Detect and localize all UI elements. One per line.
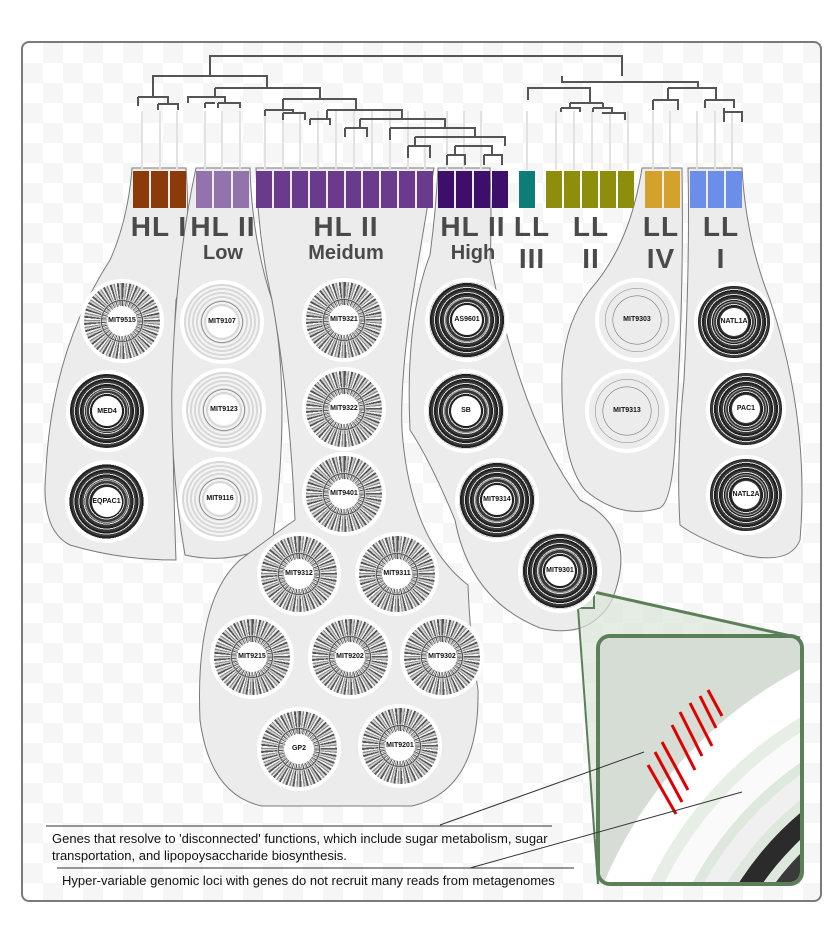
clade-bar-ll3 [519, 171, 535, 208]
clade-bar-hl1 [133, 171, 186, 208]
genome-ring[interactable]: MIT9116 [178, 457, 262, 541]
clade-subtitle: IV [646, 243, 676, 274]
genome-ring[interactable]: MIT9201 [358, 704, 442, 788]
genome-label: MIT9321 [328, 304, 360, 336]
genome-label: MIT9215 [236, 641, 268, 673]
genome-label: EQPAC1 [91, 486, 122, 517]
blob-ll1 [678, 167, 803, 559]
clade-subtitle: I [716, 243, 726, 274]
tree-stems [141, 111, 733, 170]
genome-label: AS9601 [451, 304, 483, 336]
genome-label: NATL2A [731, 480, 761, 510]
clade-label-ll4: LL IV [636, 213, 686, 273]
genome-label: NATL1A [719, 307, 749, 337]
clade-label-hl2-high: HL II High [438, 211, 508, 264]
genome-label: MIT9311 [381, 558, 413, 590]
genome-label: MED4 [92, 396, 122, 426]
clade-bar-hl2-high [438, 171, 508, 208]
clade-label-hl1: HL I [128, 213, 190, 241]
clade-title: HL I [130, 211, 188, 242]
genome-label: MIT9116 [204, 483, 236, 515]
genome-ring[interactable]: MIT9302 [400, 615, 484, 699]
clade-label-ll2: LL II [568, 213, 614, 273]
clade-title: LL [702, 211, 740, 242]
genome-ring[interactable]: MIT9311 [355, 532, 439, 616]
genome-ring[interactable]: PAC1 [706, 369, 786, 449]
clade-title: LL [513, 211, 551, 242]
blob-hl1 [44, 167, 189, 561]
genome-label: MIT9312 [283, 558, 315, 590]
genome-ring[interactable]: MIT9401 [302, 452, 386, 536]
genome-ring[interactable]: NATL2A [706, 455, 786, 535]
zoom-inset [46, 590, 804, 886]
genome-label: PAC1 [731, 394, 761, 424]
clade-bar-ll2 [546, 171, 634, 208]
genome-label: MIT9123 [208, 394, 240, 426]
genome-ring[interactable]: MIT9322 [302, 367, 386, 451]
genome-ring[interactable]: MIT9321 [302, 278, 386, 362]
clade-title: LL [642, 211, 680, 242]
genome-label: MIT9313 [613, 407, 641, 415]
clade-title: HL II [190, 211, 256, 242]
genome-label: SB [450, 395, 482, 427]
genome-ring[interactable]: MIT9107 [180, 280, 264, 364]
genome-ring[interactable]: MIT9312 [257, 532, 341, 616]
clade-subtitle: II [582, 243, 600, 274]
clade-title: HL II [313, 211, 379, 242]
genome-ring[interactable]: MIT9303 [595, 278, 679, 362]
genome-ring[interactable]: AS9601 [425, 278, 509, 362]
genome-ring[interactable]: MIT9314 [455, 458, 539, 542]
clade-bar-ll4 [645, 171, 680, 208]
genome-label: MIT9322 [328, 393, 360, 425]
highlight-genes [646, 689, 724, 815]
genome-ring[interactable]: MIT9202 [308, 615, 392, 699]
genome-ring[interactable]: MIT9313 [585, 369, 669, 453]
clade-label-ll3: LL III [512, 213, 552, 273]
genome-label: MIT9314 [481, 484, 513, 516]
genome-label: MIT9301 [544, 555, 576, 587]
clade-title: LL [572, 211, 610, 242]
genome-label: MIT9107 [206, 306, 238, 338]
genome-label: MIT9515 [106, 305, 138, 337]
genome-ring[interactable]: MIT9215 [210, 615, 294, 699]
clade-title: HL II [440, 211, 506, 242]
genome-ring[interactable]: MED4 [66, 370, 148, 452]
genome-label: GP2 [283, 733, 315, 765]
genome-ring[interactable]: SB [424, 369, 508, 453]
genome-ring[interactable]: MIT9301 [518, 529, 602, 613]
clade-label-ll1: LL I [696, 213, 746, 273]
genome-ring[interactable]: NATL1A [694, 282, 774, 362]
clade-label-hl2-med: HL II Meidum [286, 211, 406, 264]
clade-bar-hl2-med [256, 171, 434, 208]
genome-label: MIT9302 [426, 641, 458, 673]
clade-subtitle: Meidum [308, 242, 384, 264]
clade-bar-hl2-low [196, 171, 249, 208]
clade-subtitle: III [518, 243, 546, 274]
genome-label: MIT9201 [384, 730, 416, 762]
genome-label: MIT9401 [328, 478, 360, 510]
genome-ring[interactable]: EQPAC1 [65, 460, 148, 543]
genome-label: MIT9303 [623, 316, 651, 324]
clade-subtitle: High [450, 242, 496, 264]
genome-ring[interactable]: MIT9515 [80, 279, 164, 363]
clade-subtitle: Low [203, 242, 243, 264]
genome-ring[interactable]: MIT9123 [182, 368, 266, 452]
genome-ring[interactable]: GP2 [257, 707, 341, 791]
clade-bar-ll1 [690, 171, 742, 208]
clade-label-hl2-low: HL II Low [190, 211, 256, 264]
genome-label: MIT9202 [334, 641, 366, 673]
annotation-disconnected-genes: Genes that resolve to 'disconnected' fun… [52, 831, 548, 863]
annotation-hypervariable-loci: Hyper-variable genomic loci with genes d… [62, 873, 555, 888]
dendrogram [137, 55, 743, 165]
